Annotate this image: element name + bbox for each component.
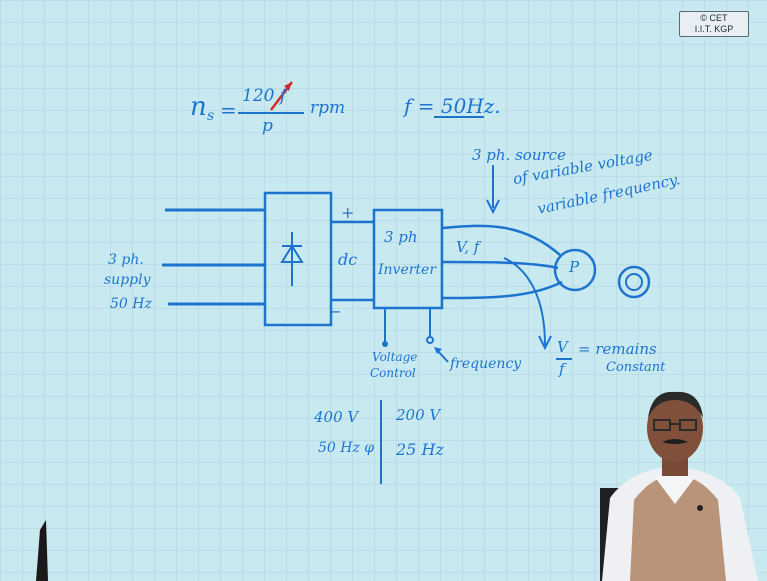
source-note-line-1: 3 ph. source bbox=[472, 146, 566, 164]
dc-minus-sign: − bbox=[328, 302, 341, 321]
marker-pen bbox=[28, 520, 52, 581]
formula-unit: rpm bbox=[310, 98, 345, 118]
badge-line-1: © CET bbox=[680, 13, 748, 24]
formula-denominator: p bbox=[262, 116, 273, 136]
frequency-control-label: frequency bbox=[450, 356, 521, 372]
table-left-voltage: 400 V bbox=[314, 408, 358, 426]
vf-constant-label: Constant bbox=[606, 360, 665, 375]
badge-line-2: I.I.T. KGP bbox=[680, 24, 748, 35]
supply-line-label-2: supply bbox=[104, 272, 151, 288]
voltage-control-label-1: Voltage bbox=[372, 350, 417, 364]
table-right-frequency: 25 Hz bbox=[396, 440, 444, 459]
vf-numerator: V bbox=[557, 338, 568, 356]
formula-subscript: s bbox=[207, 108, 214, 124]
supply-line-label-1: 3 ph. bbox=[108, 252, 144, 268]
formula-lhs: n bbox=[190, 92, 207, 122]
supply-line-label-3: 50 Hz bbox=[110, 296, 152, 312]
cet-iit-kgp-badge: © CET I.I.T. KGP bbox=[679, 11, 749, 37]
table-left-frequency: 50 Hz φ bbox=[318, 440, 374, 456]
dc-label: dc bbox=[338, 250, 357, 269]
dc-plus-sign: + bbox=[341, 203, 354, 222]
frequency-note: f = 50Hz. bbox=[404, 94, 501, 118]
table-right-voltage: 200 V bbox=[396, 406, 440, 424]
vf-denominator: f bbox=[559, 360, 565, 378]
inverter-label-2: Inverter bbox=[378, 262, 436, 278]
output-vf-label: V, f bbox=[456, 238, 479, 256]
presenter-video bbox=[590, 378, 767, 581]
inverter-label-1: 3 ph bbox=[384, 228, 418, 246]
voltage-control-label-2: Control bbox=[370, 366, 416, 380]
vf-remains-label: = remains bbox=[578, 340, 657, 358]
formula-numerator: 120 f bbox=[242, 86, 286, 106]
formula-equals: = bbox=[220, 98, 237, 122]
motor-label: P bbox=[569, 258, 579, 276]
